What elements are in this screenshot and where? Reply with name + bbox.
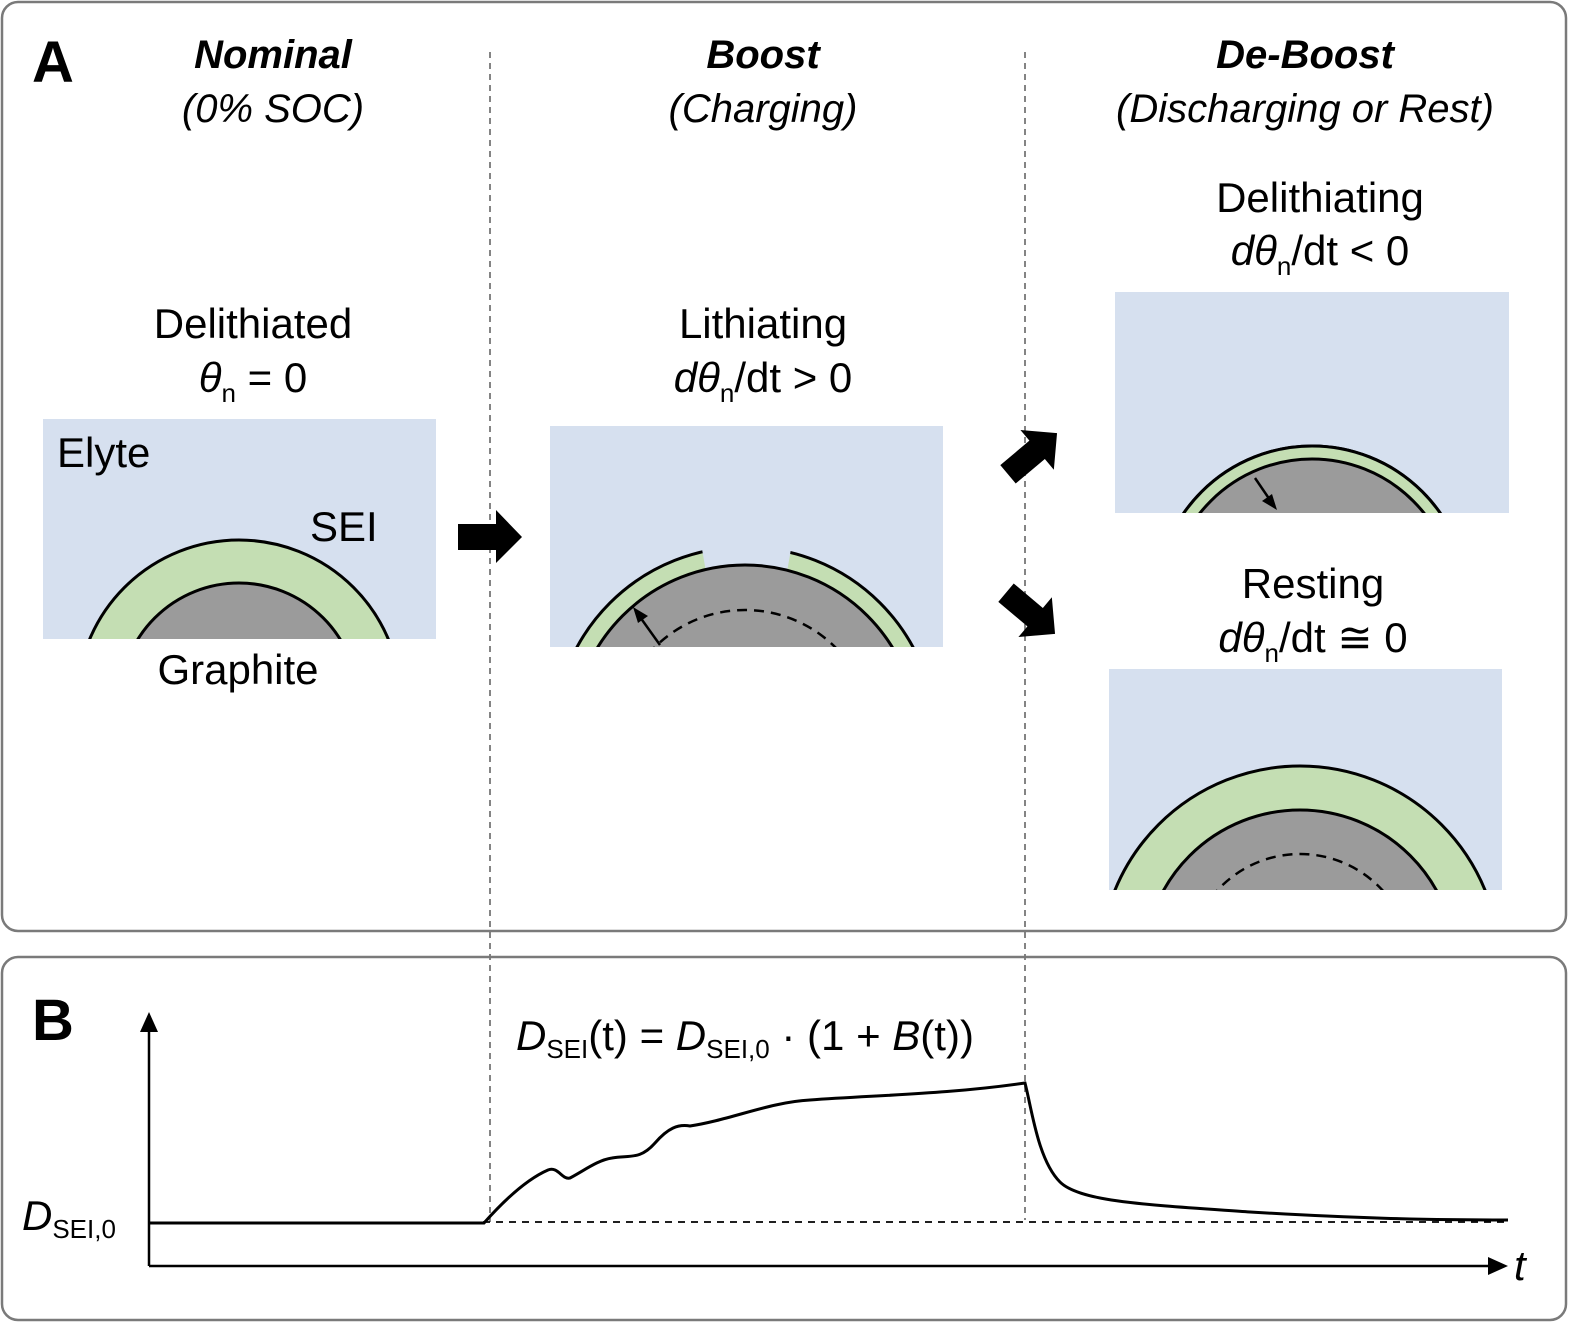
nominal-subtitle: (0% SOC) xyxy=(182,87,364,131)
graphite-label: Graphite xyxy=(157,646,318,693)
expansion-arrow xyxy=(638,616,662,646)
deboost-title: De-Boost xyxy=(1216,33,1395,77)
particle-lithiating xyxy=(550,426,943,647)
boost-arrow-icon xyxy=(458,510,522,563)
deboost-subtitle: (Discharging or Rest) xyxy=(1116,87,1494,131)
x-axis-label: t xyxy=(1514,1242,1528,1289)
boost-title: Boost xyxy=(706,33,821,77)
panel-b-frame xyxy=(0,955,1568,1322)
boost-subtitle: (Charging) xyxy=(669,87,858,131)
y-axis-label: DSEI,0 xyxy=(22,1192,116,1244)
delithiating-equation: dθn/dt < 0 xyxy=(1231,227,1410,281)
delithiating-arrow-icon xyxy=(1000,429,1058,484)
contraction-arrow xyxy=(1253,477,1272,501)
sei-crack xyxy=(697,520,796,572)
delithiating-label: Delithiating xyxy=(1216,174,1424,221)
dsei-equation: DSEI(t) = DSEI,0 · (1 + B(t)) xyxy=(516,1012,974,1064)
contraction-arrowhead xyxy=(1262,494,1277,510)
sei-label: SEI xyxy=(310,503,378,550)
particle-resting xyxy=(1109,669,1502,890)
delithiated-equation: θn = 0 xyxy=(199,354,308,408)
lithiating-equation: dθn/dt > 0 xyxy=(674,354,853,408)
elyte-label: Elyte xyxy=(57,429,150,476)
nominal-title: Nominal xyxy=(194,33,353,77)
particle-delithiated xyxy=(43,419,436,639)
expansion-arrowhead xyxy=(633,607,648,623)
particle-delithiating-outlines xyxy=(1182,444,1442,513)
x-axis-arrowhead xyxy=(1488,1257,1508,1275)
dsei-curve xyxy=(149,1081,1509,1225)
resting-equation: dθn/dt ≅ 0 xyxy=(1218,614,1407,668)
resting-arrow-icon xyxy=(998,583,1056,638)
panel-a-letter: A xyxy=(32,30,74,95)
panel-a-frame xyxy=(0,0,1568,933)
resting-label: Resting xyxy=(1242,560,1384,607)
delithiated-label: Delithiated xyxy=(154,300,352,347)
lithiating-label: Lithiating xyxy=(679,300,847,347)
y-axis-arrowhead xyxy=(140,1012,158,1032)
panel-b-letter: B xyxy=(32,988,74,1053)
